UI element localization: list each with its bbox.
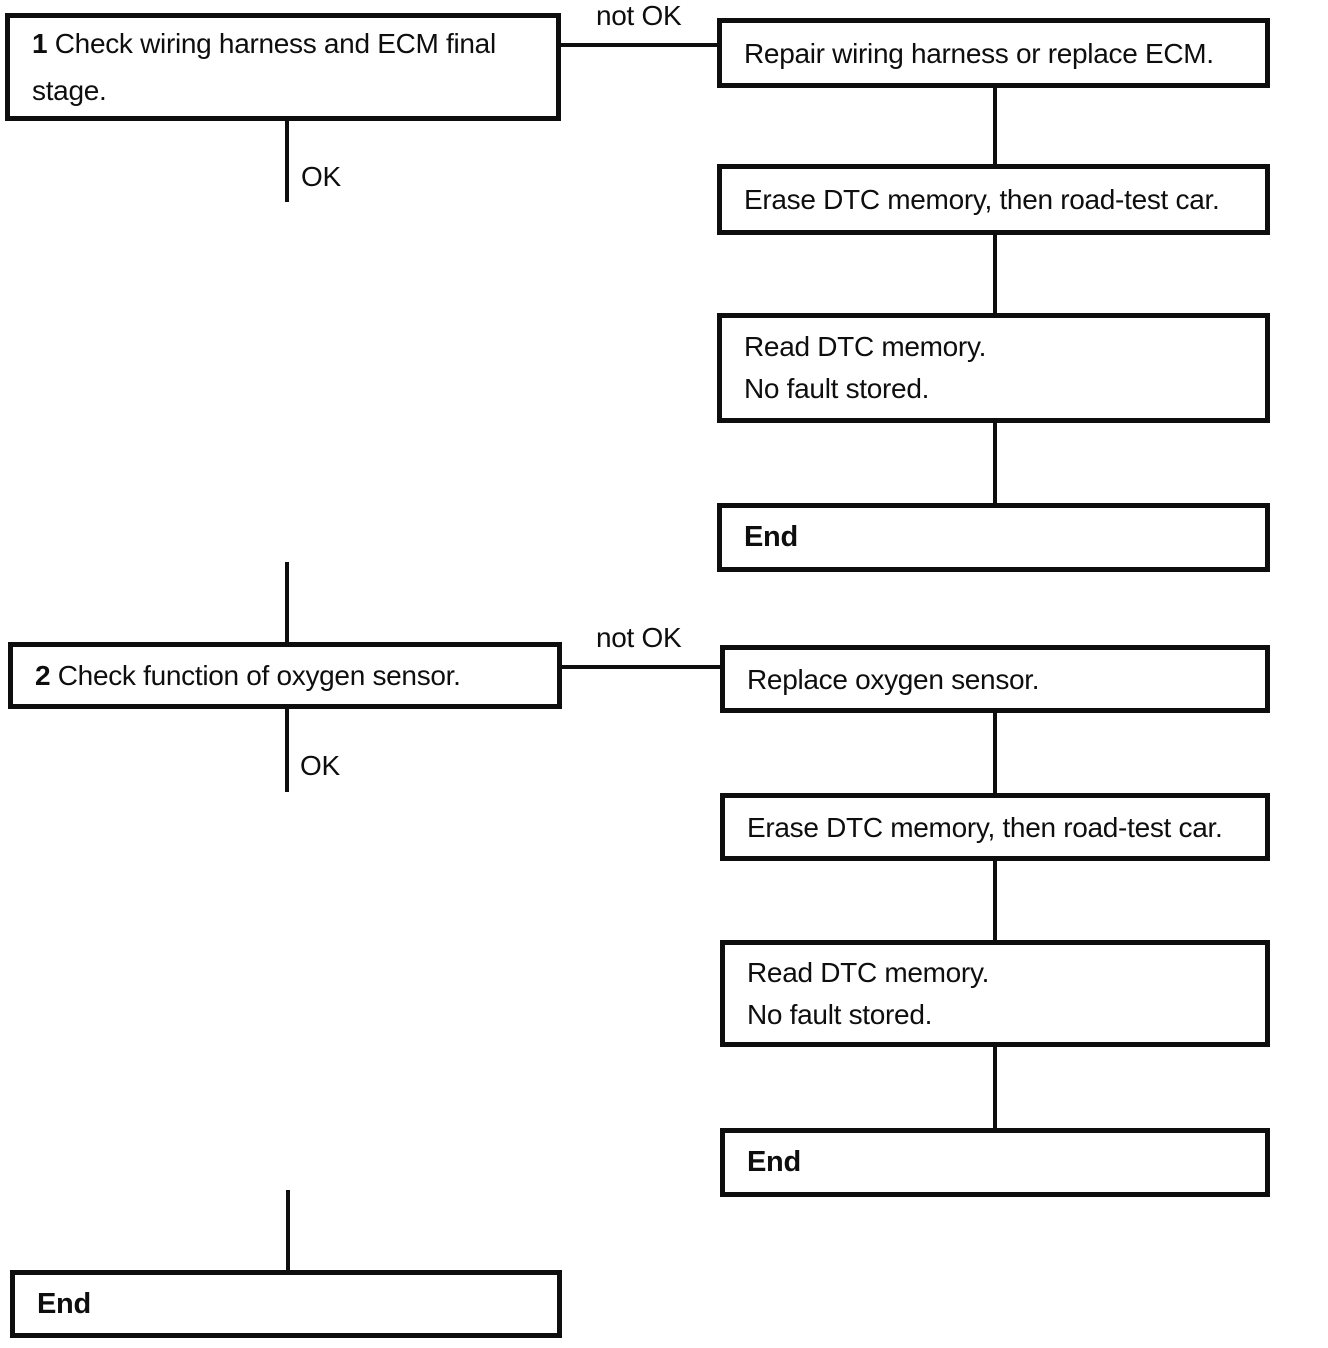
connector-branch2-line-2 <box>993 859 997 942</box>
step-2-number: 2 <box>35 660 51 691</box>
connector-branch2-line-3 <box>993 1045 997 1130</box>
connector-branch1-line-2 <box>993 233 997 315</box>
branch2-erase-box: Erase DTC memory, then road-test car. <box>720 793 1270 861</box>
ok-label-1: OK <box>301 161 341 192</box>
connector-step1-to-step2-line <box>285 562 289 644</box>
connector-step1-notok-line <box>560 43 718 47</box>
connector-branch1-line-3 <box>993 421 997 505</box>
step-2-text: 2 Check function of oxygen sensor. <box>35 660 461 691</box>
step-1-number: 1 <box>32 28 48 59</box>
branch1-action-box: Repair wiring harness or replace ECM. <box>717 18 1270 88</box>
branch2-read-box: Read DTC memory. No fault stored. <box>720 940 1270 1047</box>
connector-branch2-line-1 <box>993 711 997 795</box>
not-ok-label-2: not OK <box>596 622 682 653</box>
branch1-end-box: End <box>717 503 1270 572</box>
connector-step2-notok-line <box>562 665 722 669</box>
branch2-end-box: End <box>720 1128 1270 1197</box>
step-1-box: 1 Check wiring harness and ECM final sta… <box>5 13 561 121</box>
connector-step2-to-end-line <box>286 1190 290 1272</box>
connector-branch1-line-1 <box>993 86 997 170</box>
step-2-box: 2 Check function of oxygen sensor. <box>8 642 562 709</box>
step-1-text: 1 Check wiring harness and ECM final sta… <box>32 28 496 106</box>
connector-step2-ok-line <box>285 707 289 792</box>
ok-label-2: OK <box>300 750 340 781</box>
branch2-action-box: Replace oxygen sensor. <box>720 645 1270 713</box>
main-end-box: End <box>10 1270 562 1338</box>
not-ok-label-1: not OK <box>596 0 682 31</box>
connector-step1-ok-line <box>285 119 289 202</box>
branch1-read-box: Read DTC memory. No fault stored. <box>717 313 1270 423</box>
branch1-erase-box: Erase DTC memory, then road-test car. <box>717 164 1270 235</box>
